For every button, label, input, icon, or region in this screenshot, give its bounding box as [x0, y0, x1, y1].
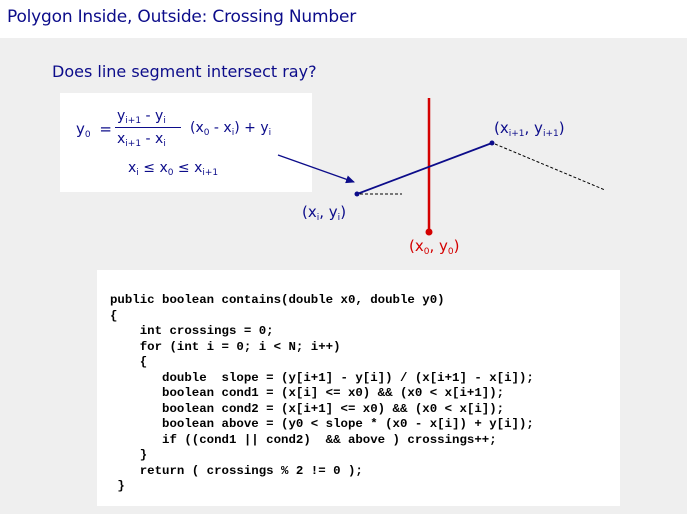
- formula-box: [60, 93, 312, 192]
- formula-numerator: yi+1 - yi: [117, 108, 166, 126]
- formula-condition: xi ≤ x0 ≤ xi+1: [128, 160, 219, 178]
- slide-title: Polygon Inside, Outside: Crossing Number: [7, 7, 356, 27]
- formula-lhs: y0 =: [76, 120, 112, 140]
- label-query-point: (x0, y0): [409, 237, 460, 257]
- vertex-i: [354, 191, 360, 197]
- code-box: [97, 270, 620, 506]
- vertex-i-plus-1: [489, 140, 495, 146]
- pointer-arrow: [277, 154, 355, 184]
- label-vertex-i: (xi, yi): [302, 203, 347, 223]
- fraction-line: [115, 127, 181, 128]
- edge-segment: [356, 142, 493, 195]
- formula-rhs: (x0 - xi) + yi: [190, 120, 272, 138]
- title-bar: Polygon Inside, Outside: Crossing Number: [0, 0, 687, 38]
- formula-denominator: xi+1 - xi: [117, 131, 166, 149]
- subtitle: Does line segment intersect ray?: [52, 62, 317, 81]
- label-vertex-i-plus-1: (xi+1, yi+1): [494, 119, 565, 139]
- query-point: [425, 228, 433, 236]
- code-listing: public boolean contains(double x0, doubl…: [110, 293, 534, 493]
- dashed-continuation: [494, 143, 606, 191]
